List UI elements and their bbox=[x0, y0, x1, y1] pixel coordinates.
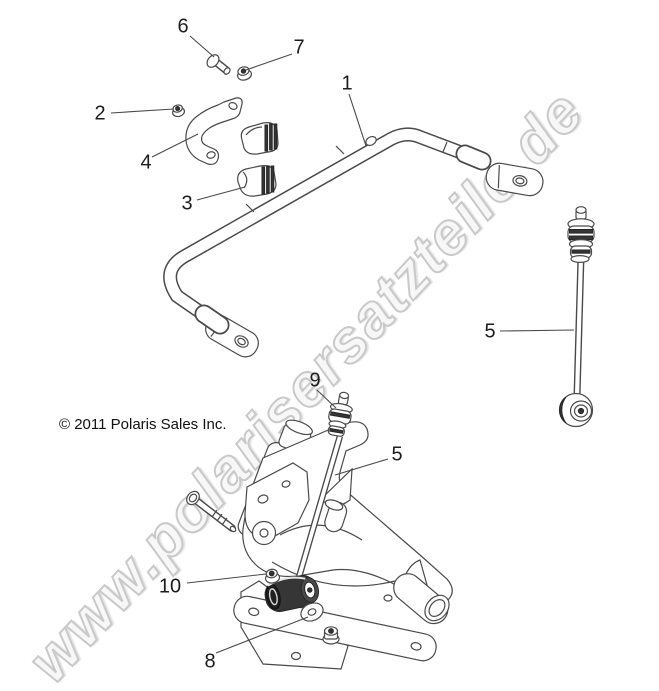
stabilizer-link-right-drawing bbox=[558, 206, 595, 428]
callout-5-lower: 5 bbox=[391, 443, 403, 466]
callout-10: 10 bbox=[158, 575, 182, 598]
swingarm-drawing bbox=[233, 421, 453, 670]
sway-bar-drawing bbox=[163, 127, 544, 358]
nut-2-drawing bbox=[172, 104, 186, 118]
callout-4: 4 bbox=[140, 151, 152, 174]
callout-1: 1 bbox=[341, 72, 353, 95]
clamp-bracket-4-drawing bbox=[185, 97, 243, 166]
callout-6: 6 bbox=[177, 15, 189, 38]
bolt-6-drawing bbox=[206, 54, 231, 75]
stabilizer-link-lower-drawing bbox=[264, 391, 353, 645]
bolt-left-drawing bbox=[186, 490, 237, 533]
callout-8: 8 bbox=[204, 650, 216, 673]
callout-9: 9 bbox=[309, 369, 321, 392]
callout-2: 2 bbox=[94, 102, 106, 125]
copyright-text: © 2011 Polaris Sales Inc. bbox=[59, 416, 227, 433]
nut-7-drawing bbox=[237, 66, 253, 81]
callout-5-right: 5 bbox=[484, 320, 496, 343]
callout-leader-lines bbox=[110, 35, 575, 654]
callout-7: 7 bbox=[293, 36, 305, 59]
callout-3: 3 bbox=[181, 192, 193, 215]
bushing-3-drawing bbox=[237, 122, 279, 197]
